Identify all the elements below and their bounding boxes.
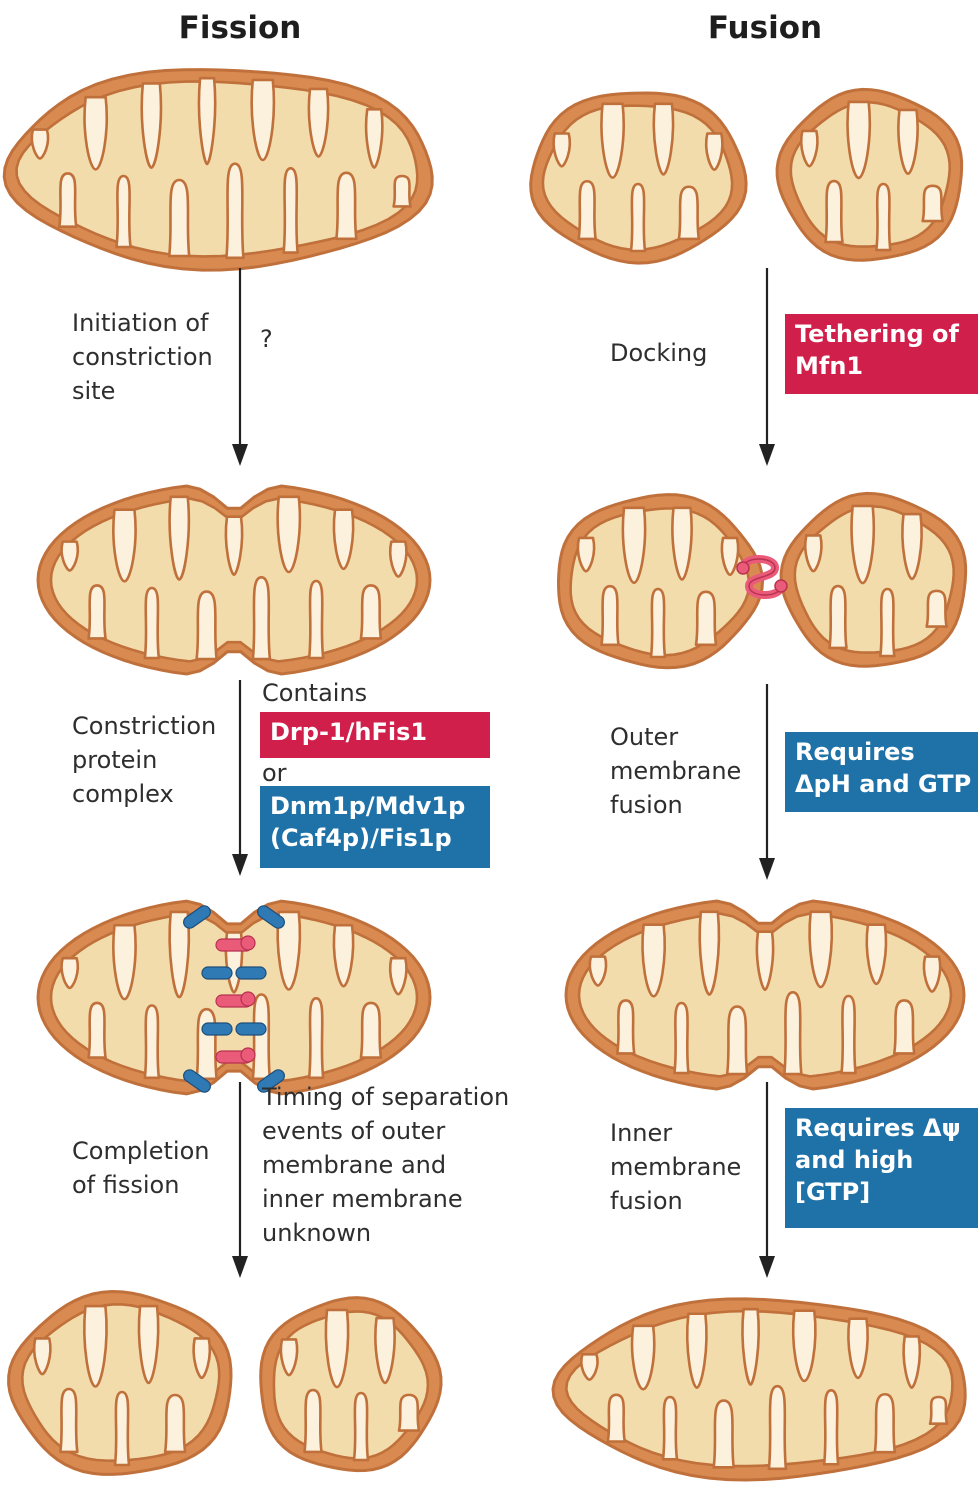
fusion-docked-mitochondrion-right [780,492,970,670]
fusion-mitochondrion-fused [555,1296,973,1482]
fusion-step2-label: Outer membrane fusion [610,720,741,822]
fission-mitochondrion-1 [5,65,437,271]
fusion-arrow-2 [757,684,777,884]
tethering-mfn1-box: Tethering of Mfn1 [785,314,978,394]
drp1-hfis1-box: Drp-1/hFis1 [260,712,490,758]
requires-ph-gtp-box: Requires ΔpH and GTP [785,732,978,812]
fission-step2-label: Constriction protein complex [72,709,216,811]
fission-step2-or: or [262,756,287,790]
fusion-step1-label: Docking [610,336,707,370]
fission-step3-label: Completion of fission [72,1134,209,1202]
fission-arrow-2 [230,680,250,880]
fission-step1-note: ? [260,322,273,356]
fusion-mitochondrion-outer-fused [563,895,967,1095]
mfn1-tether-protein [735,550,791,606]
fission-heading: Fission [110,10,370,46]
fusion-docked-mitochondrion-left [553,492,763,670]
fission-daughter-mitochondrion-left [8,1290,236,1478]
fission-mitochondrion-3 [35,895,433,1100]
fission-arrow-3 [230,1082,250,1282]
fission-step2-contains: Contains [262,676,367,710]
fission-step3-note: Timing of separation events of outer mem… [262,1080,509,1250]
fusion-heading: Fusion [635,10,895,46]
requires-psi-gtp-box: Requires Δψ and high [GTP] [785,1108,978,1228]
fusion-step3-label: Inner membrane fusion [610,1116,741,1218]
fission-daughter-mitochondrion-right [256,1296,442,1474]
fission-step1-label: Initiation of constriction site [72,306,213,408]
fusion-mitochondrion-right [776,88,966,264]
fusion-arrow-1 [757,268,777,468]
fission-arrow-1 [230,268,250,468]
fusion-mitochondrion-left [528,88,748,264]
fusion-arrow-3 [757,1082,777,1282]
fission-mitochondrion-2 [35,480,433,680]
dnm1p-mdv1p-box: Dnm1p/Mdv1p (Caf4p)/Fis1p [260,786,490,868]
